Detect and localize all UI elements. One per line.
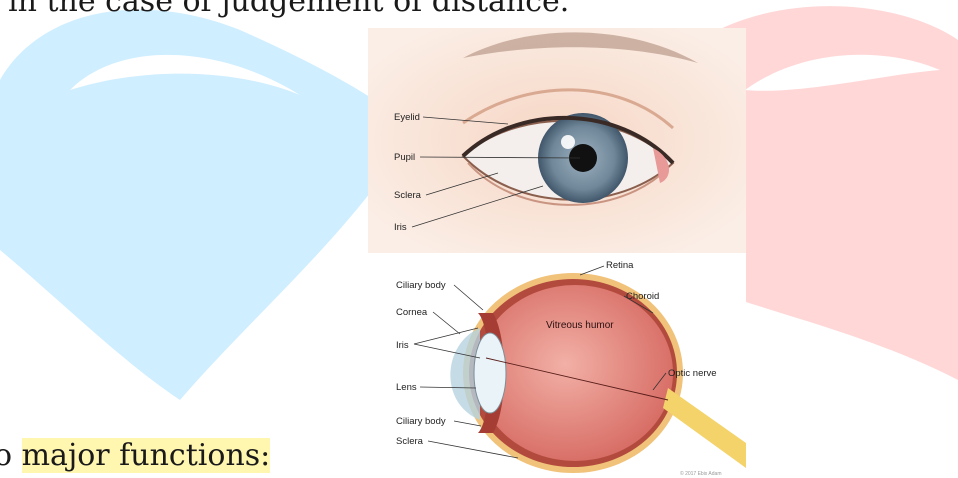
eye-anatomy-figure: Eyelid Pupil Sclera Iris Retina Choroid <box>368 28 746 478</box>
label-sclera: Sclera <box>394 190 422 201</box>
label-retina: Retina <box>606 260 634 271</box>
paragraph-line-bottom: o major functions: <box>0 438 270 473</box>
external-eye-illustration <box>368 28 746 253</box>
highlighted-text: major functions: <box>22 438 271 473</box>
label-iris-section: Iris <box>396 340 409 351</box>
label-eyelid: Eyelid <box>394 112 420 123</box>
optic-nerve-drawing <box>663 388 746 468</box>
label-optic-nerve: Optic nerve <box>668 368 717 379</box>
bottom-line-prefix: o <box>0 438 22 473</box>
eye-highlight <box>561 135 575 149</box>
label-cornea: Cornea <box>396 307 428 318</box>
paragraph-line-top: in the case of judgement of distance. <box>8 0 569 19</box>
label-lens: Lens <box>396 382 417 393</box>
label-ciliary-body-top: Ciliary body <box>396 280 446 291</box>
image-credit: © 2017 Ebix Adam <box>680 470 722 477</box>
label-ciliary-body-bottom: Ciliary body <box>396 416 446 427</box>
label-iris: Iris <box>394 222 407 233</box>
label-sclera-section: Sclera <box>396 436 424 447</box>
lens-drawing <box>474 333 506 413</box>
label-vitreous-humor: Vitreous humor <box>546 320 614 331</box>
label-pupil: Pupil <box>394 152 415 163</box>
